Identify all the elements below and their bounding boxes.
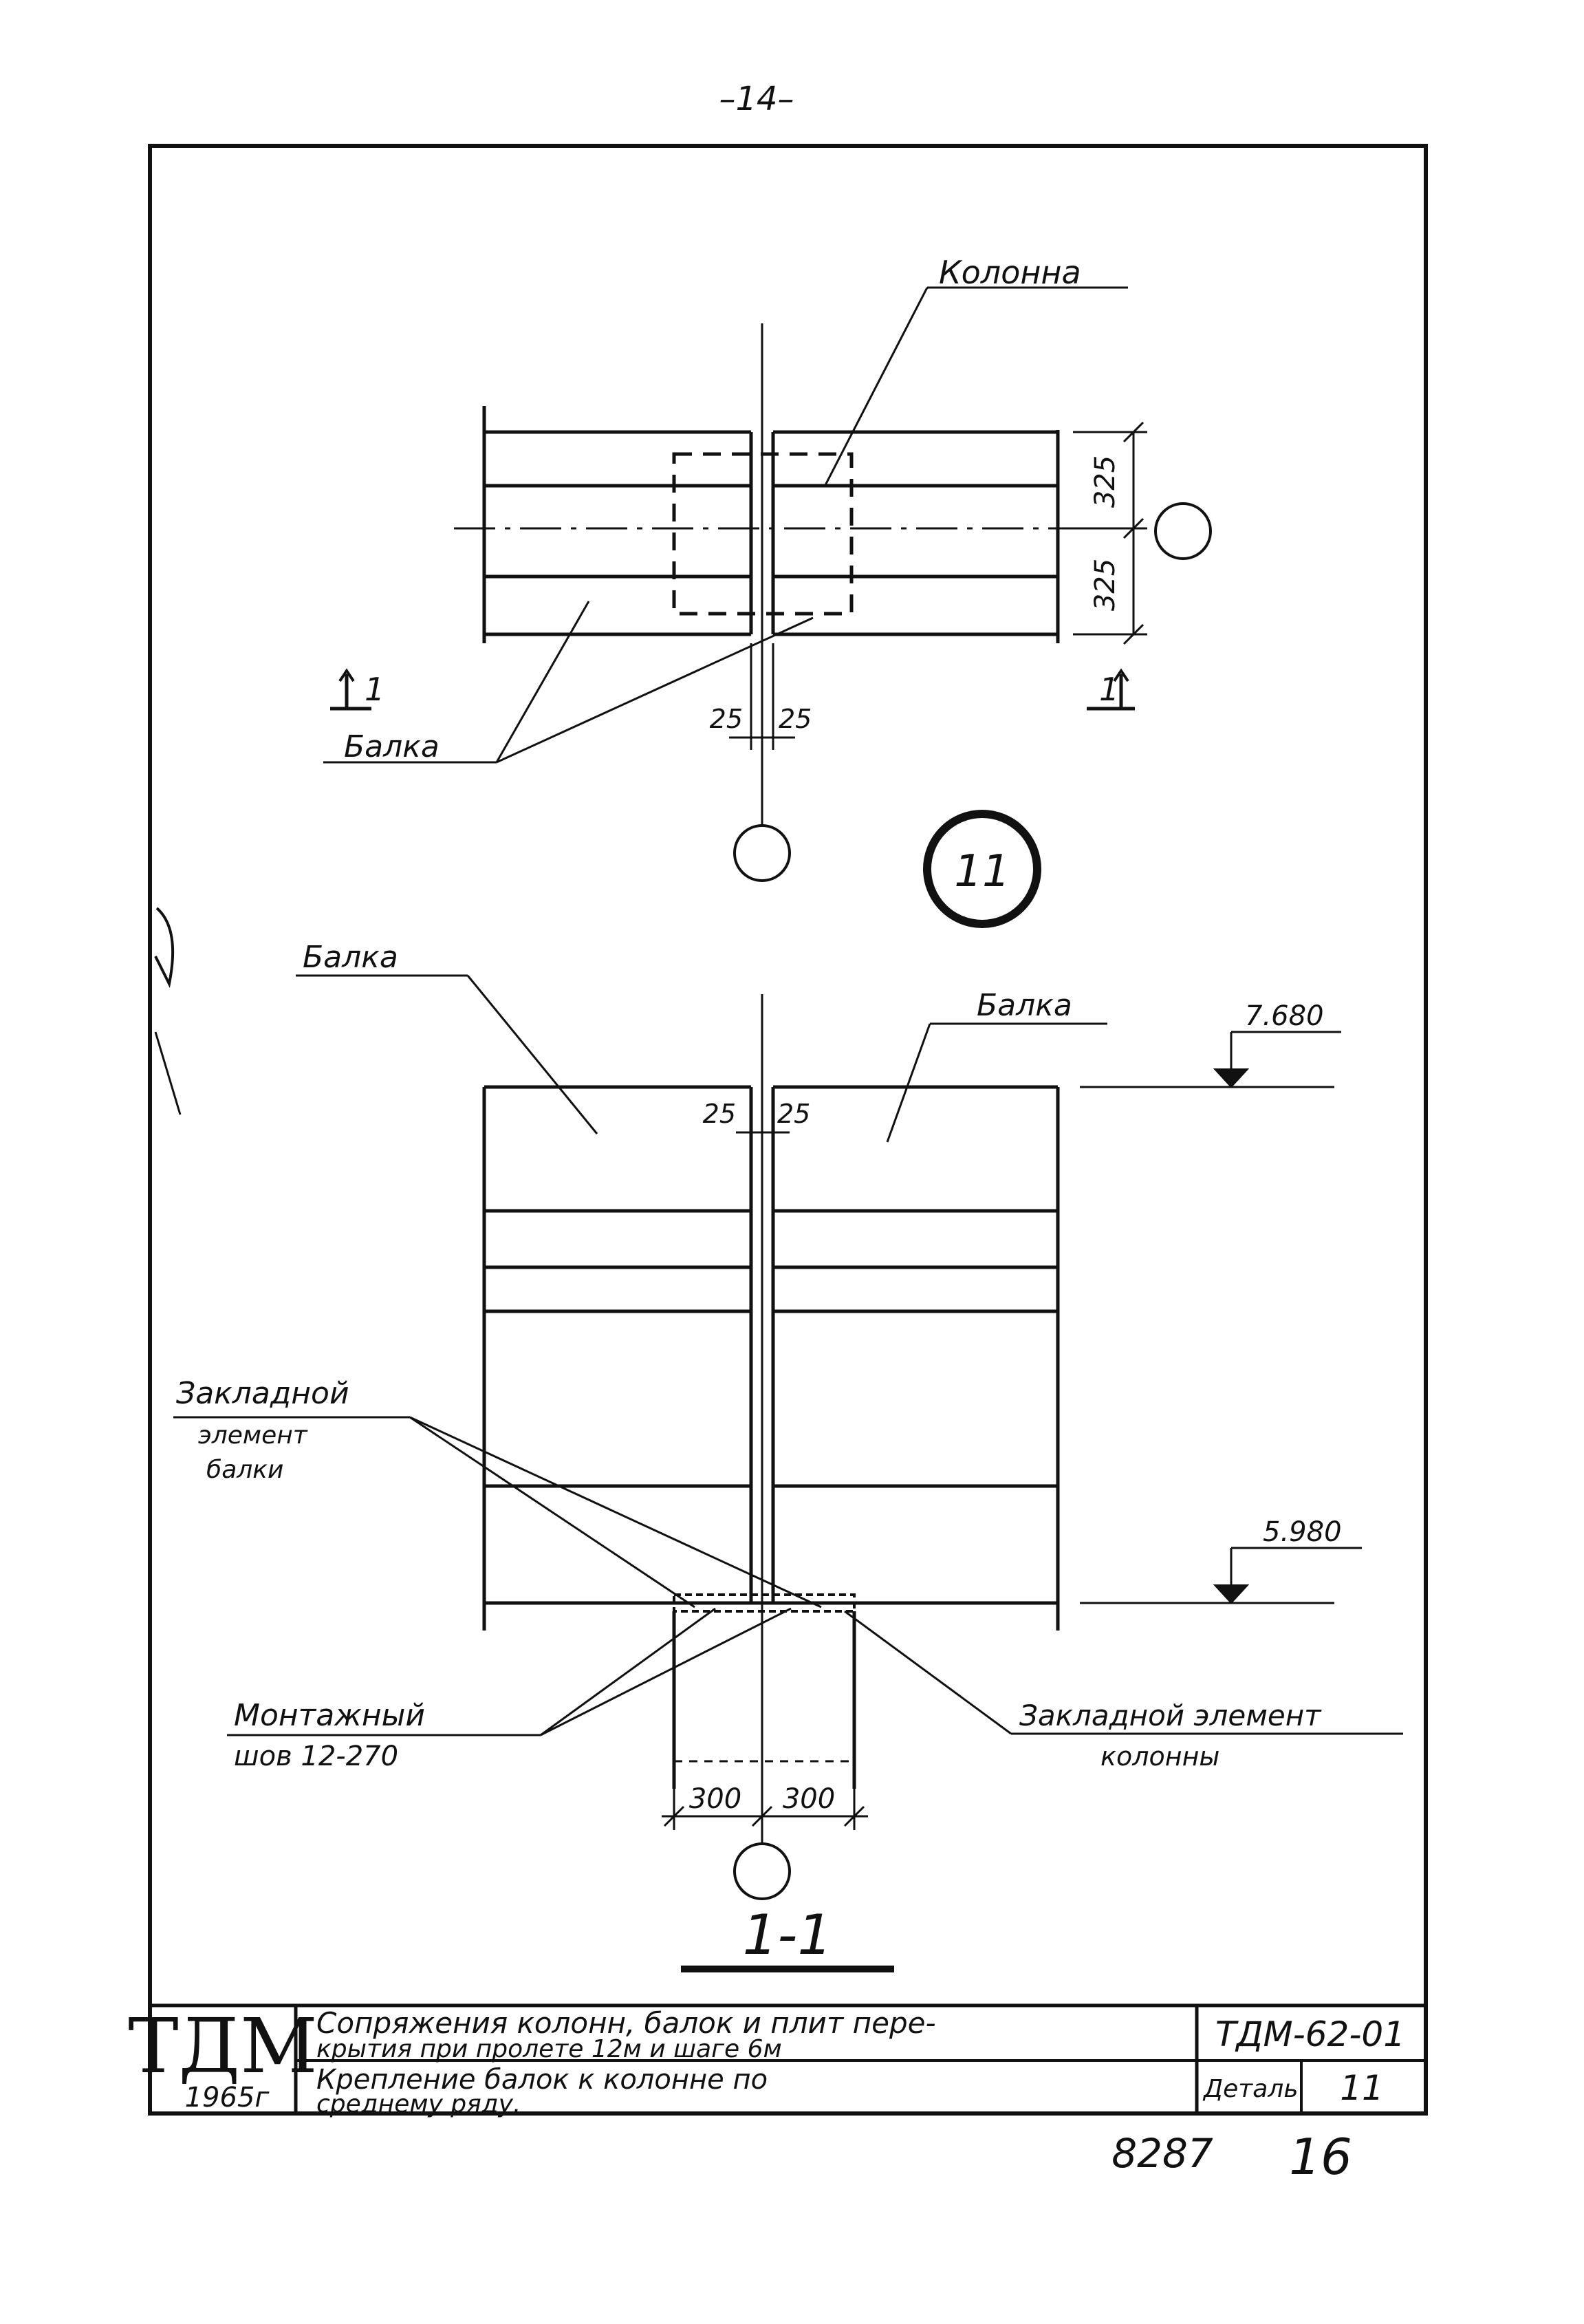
label-weld-1: Монтажный: [234, 1698, 425, 1733]
label-column: Колонна: [939, 254, 1081, 291]
detail-bubble: 11: [923, 810, 1041, 928]
stamp-left: 8287: [1111, 2130, 1213, 2177]
label-embedded-column-2: колонны: [1100, 1741, 1219, 1772]
title-detail-value: 11: [1340, 2068, 1384, 2108]
title-description-2: крытия при пролете 12м и шаге 6м: [316, 2035, 782, 2063]
svg-text:11: 11: [954, 846, 1010, 897]
dim-col-right: 300: [783, 1783, 835, 1815]
axis-bubble-bottom: [733, 824, 791, 882]
label-beam-plan: Балка: [344, 729, 440, 764]
label-embedded-beam-3: балки: [206, 1456, 283, 1484]
section-mark-left: 1: [365, 671, 384, 708]
logo-mark: ТДМ: [128, 2002, 317, 2090]
section-view: [173, 974, 1403, 1972]
label-embedded-beam-1: Закладной: [176, 1376, 349, 1411]
label-embedded-beam-2: элемент: [198, 1421, 308, 1450]
title-block: [150, 2003, 1426, 2113]
dim-plan-gap-left: 25: [710, 704, 743, 734]
label-beam-left: Балка: [303, 940, 398, 975]
dim-325-bottom: 325: [1089, 559, 1121, 611]
sheet-border: [148, 144, 1428, 2116]
dim-325-top: 325: [1089, 455, 1121, 508]
axis-bubble-right: [1154, 502, 1212, 560]
dim-sec-gap-right: 25: [777, 1099, 810, 1129]
logo-year: 1965г: [185, 2082, 270, 2113]
section-mark-right: 1: [1099, 671, 1119, 708]
label-weld-2: шов 12-270: [234, 1741, 398, 1772]
section-title: 1-1: [743, 1903, 833, 1967]
elevation-bottom: 5.980: [1263, 1516, 1342, 1548]
title-subtitle-2: среднему ряду.: [316, 2090, 521, 2118]
plan-view: [323, 286, 1212, 882]
title-subtitle-1: Крепление балок к колонне по: [316, 2064, 768, 2096]
binding-mark: [154, 907, 175, 989]
axis-bubble-section: [733, 1842, 791, 1900]
title-detail-label: Деталь: [1202, 2075, 1299, 2103]
page-number: –14–: [719, 80, 794, 118]
title-description-1: Сопряжения колонн, балок и плит пере-: [316, 2006, 936, 2040]
dim-plan-gap-right: 25: [779, 704, 812, 734]
stamp-right: 16: [1289, 2128, 1352, 2186]
label-beam-right: Балка: [977, 988, 1072, 1023]
label-embedded-column-1: Закладной элемент: [1019, 1699, 1322, 1732]
title-code: ТДМ-62-01: [1215, 2014, 1405, 2054]
binding-mark-line: [154, 1031, 182, 1115]
elevation-top: 7.680: [1245, 1000, 1324, 1032]
dim-sec-gap-left: 25: [703, 1099, 736, 1129]
dim-col-left: 300: [689, 1783, 741, 1815]
